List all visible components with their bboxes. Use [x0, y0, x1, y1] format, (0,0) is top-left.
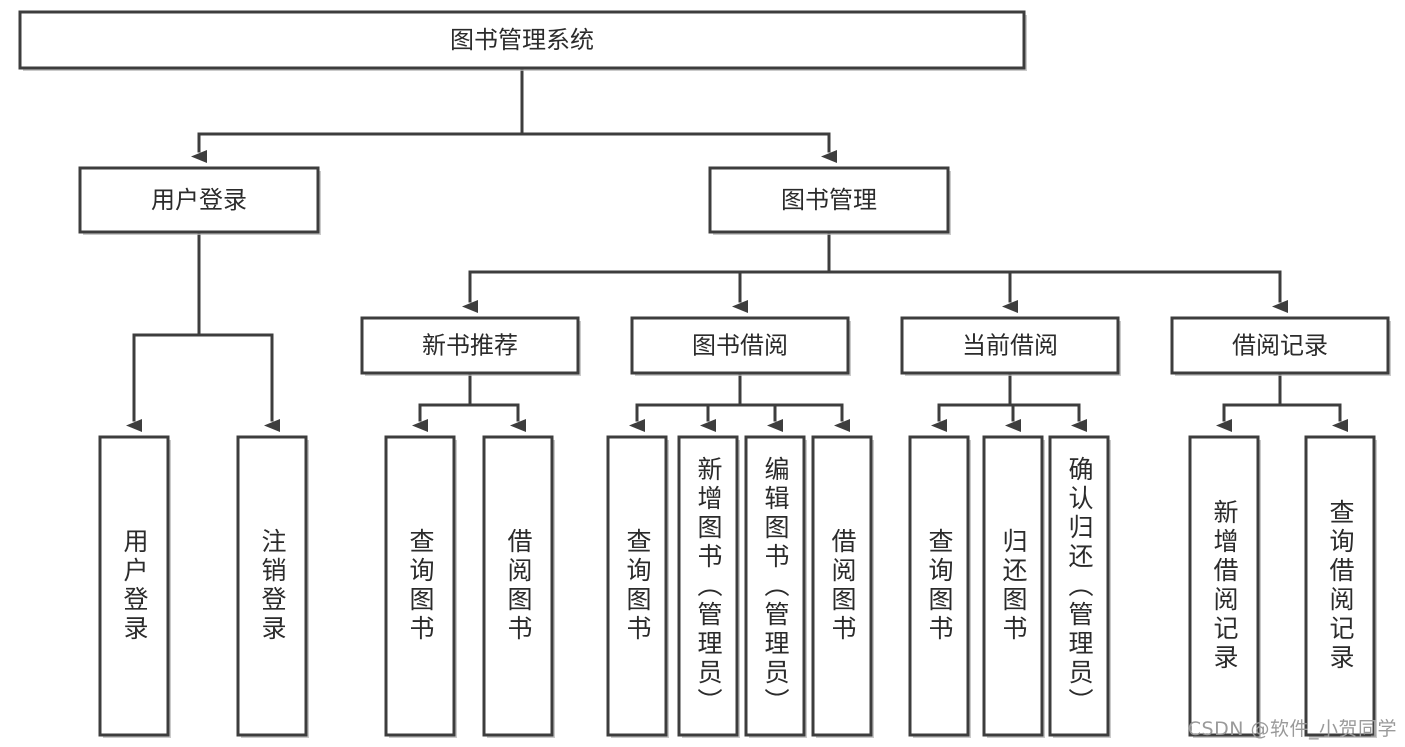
- root-node-box[interactable]: [18, 10, 1026, 70]
- leaf-node-box-leaf-query-borrow-record[interactable]: [1304, 435, 1376, 737]
- level3-node-box-current-borrow[interactable]: [900, 316, 1120, 375]
- csdn-watermark: CSDN @软件_小贺同学: [1187, 718, 1397, 740]
- leaf-node-box-leaf-user-login[interactable]: [98, 435, 170, 737]
- connector-lines: [126, 66, 1348, 432]
- level3-node-box-new-book-recommend[interactable]: [360, 316, 580, 375]
- leaf-node-box-leaf-add-borrow-record[interactable]: [1188, 435, 1260, 737]
- leaf-node-box-leaf-query-book-borrow[interactable]: [606, 435, 668, 737]
- leaf-node-box-leaf-return-book[interactable]: [982, 435, 1044, 737]
- leaf-node-box-leaf-borrow-book-rec[interactable]: [482, 435, 554, 737]
- leaf-node-box-leaf-add-book[interactable]: [677, 435, 739, 737]
- level3-node-box-borrow-record[interactable]: [1170, 316, 1390, 375]
- root-node-label: 图书管理系统: [450, 26, 594, 54]
- leaf-node-box-leaf-borrow-book[interactable]: [811, 435, 873, 737]
- level3-node-label-new-book-recommend: 新书推荐: [422, 332, 518, 360]
- node-boxes: [18, 10, 1391, 738]
- level3-node-box-book-borrow[interactable]: [630, 316, 850, 375]
- leaf-node-box-leaf-user-logout[interactable]: [236, 435, 308, 737]
- level2-node-box-user-login[interactable]: [78, 166, 320, 234]
- level2-node-label-book-manage: 图书管理: [781, 186, 877, 214]
- level3-node-label-book-borrow: 图书借阅: [692, 332, 788, 360]
- leaf-node-box-leaf-query-book-rec[interactable]: [384, 435, 456, 737]
- leaf-node-box-leaf-edit-book[interactable]: [744, 435, 806, 737]
- leaf-node-box-leaf-query-book-cur[interactable]: [908, 435, 970, 737]
- level3-node-label-borrow-record: 借阅记录: [1232, 332, 1328, 360]
- leaf-node-box-leaf-confirm-return[interactable]: [1048, 435, 1110, 737]
- level3-node-label-current-borrow: 当前借阅: [962, 332, 1058, 360]
- level2-node-box-book-manage[interactable]: [708, 166, 950, 234]
- level2-node-label-user-login: 用户登录: [151, 186, 247, 214]
